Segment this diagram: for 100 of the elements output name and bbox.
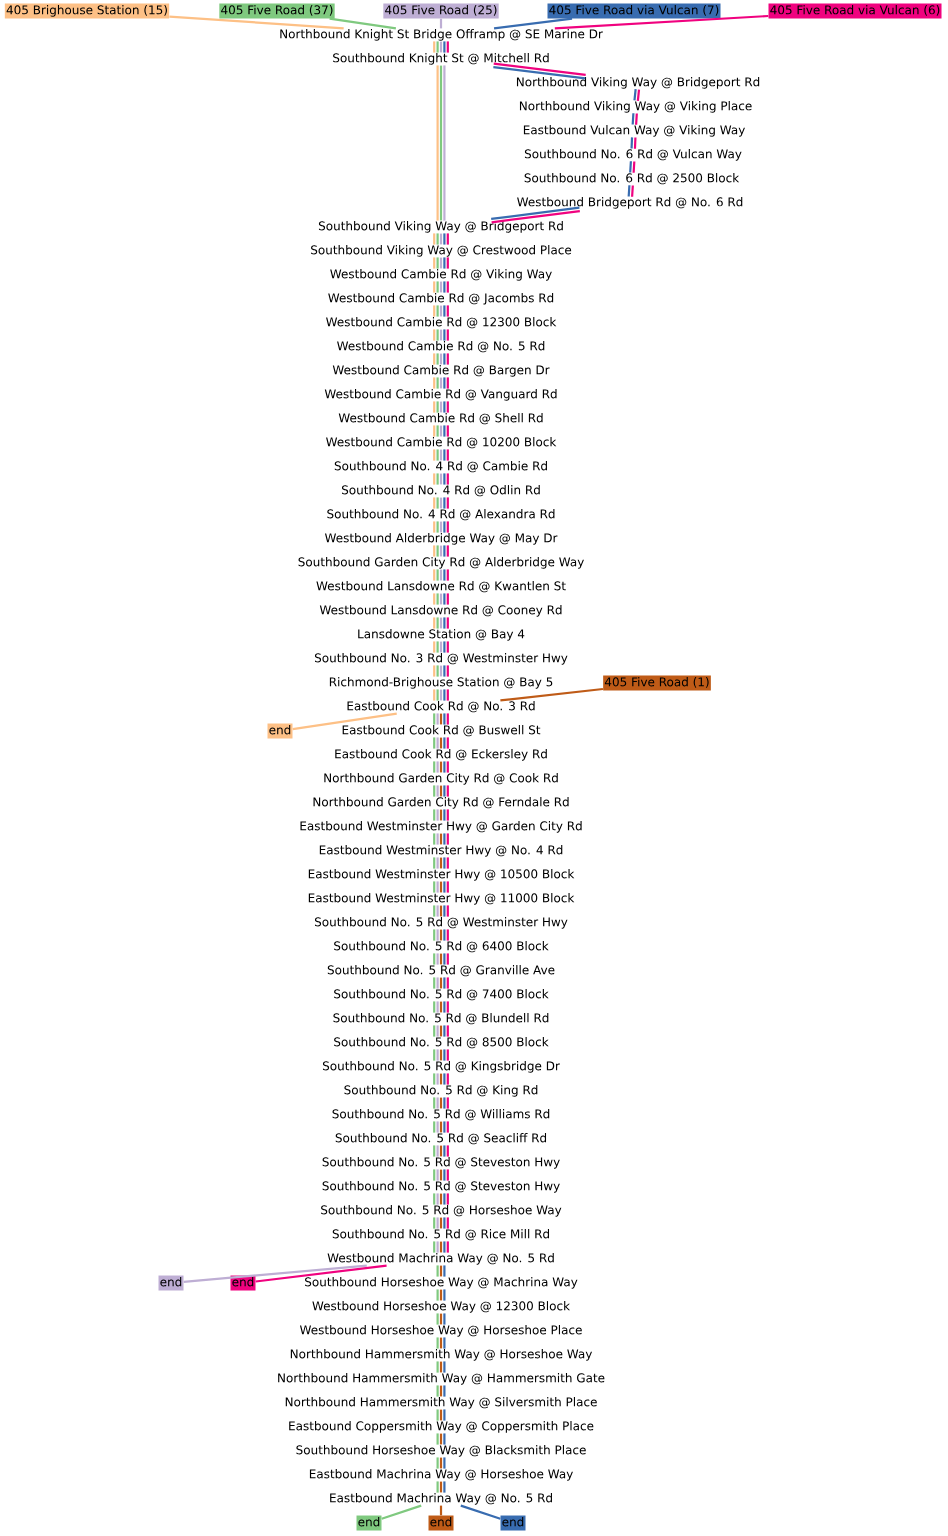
route-line	[446, 881, 449, 893]
route-line	[439, 233, 443, 245]
route-line	[436, 425, 439, 437]
route-line	[436, 545, 439, 557]
route-line	[446, 977, 449, 989]
route-line	[439, 1457, 443, 1469]
route-line	[443, 401, 446, 413]
route-line	[493, 17, 573, 30]
route-line	[439, 449, 443, 461]
route-line	[446, 1121, 449, 1133]
route-label: 405 Five Road (37)	[219, 3, 335, 19]
route-line	[433, 713, 436, 725]
route-line	[439, 1097, 443, 1109]
route-line	[436, 689, 439, 701]
route-line	[436, 1241, 439, 1253]
route-line	[436, 1481, 439, 1493]
route-line	[433, 41, 436, 53]
route-line	[443, 1289, 446, 1301]
route-line	[439, 761, 443, 773]
route-line	[446, 233, 449, 245]
route-line	[433, 329, 436, 341]
route-line	[443, 1241, 446, 1253]
route-line	[446, 689, 449, 701]
route-line	[433, 1193, 436, 1205]
route-line	[433, 1241, 436, 1253]
route-line	[439, 1073, 443, 1085]
route-line	[632, 161, 636, 173]
stop-name: Eastbound Machrina Way @ Horseshoe Way	[309, 1469, 573, 1481]
route-line	[446, 1193, 449, 1205]
route-line	[433, 857, 436, 869]
stop-name: Southbound Horseshoe Way @ Blacksmith Place	[296, 1445, 586, 1457]
route-line	[433, 881, 436, 893]
route-line	[443, 233, 446, 245]
route-line	[443, 1457, 446, 1469]
stop-name: Eastbound Westminster Hwy @ Garden City Rd	[300, 821, 582, 833]
route-line	[439, 545, 443, 557]
route-line	[433, 953, 436, 965]
stop-name: Southbound No. 5 Rd @ 6400 Block	[334, 941, 549, 953]
route-line	[443, 1001, 446, 1013]
route-line	[443, 1265, 446, 1277]
stop-name: Southbound No. 5 Rd @ Kingsbridge Dr	[322, 1061, 560, 1073]
route-line	[443, 1409, 446, 1421]
route-line	[433, 473, 436, 485]
end-label: end	[158, 1275, 184, 1291]
stop-name: Eastbound Vulcan Way @ Viking Way	[523, 125, 745, 137]
route-line	[636, 89, 641, 101]
route-line	[443, 881, 446, 893]
route-line	[446, 257, 449, 269]
route-line	[436, 1361, 439, 1373]
route-line	[436, 1049, 439, 1061]
route-line	[255, 1264, 387, 1283]
route-line	[554, 14, 769, 30]
route-line	[436, 1217, 439, 1229]
route-line	[443, 1025, 446, 1037]
route-line	[439, 953, 443, 965]
route-line	[443, 281, 446, 293]
route-line	[439, 689, 443, 701]
route-line	[443, 377, 446, 389]
route-line	[446, 281, 449, 293]
route-line	[433, 377, 436, 389]
route-line	[446, 929, 449, 941]
stop-name: Southbound No. 5 Rd @ Horseshoe Way	[321, 1205, 562, 1217]
route-line	[433, 1097, 436, 1109]
route-line	[439, 41, 443, 53]
stop-name: Westbound Cambie Rd @ 10200 Block	[326, 437, 557, 449]
stop-name: Westbound Cambie Rd @ Shell Rd	[338, 413, 543, 425]
route-line	[446, 737, 449, 749]
stop-name: Southbound Viking Way @ Bridgeport Rd	[318, 221, 563, 233]
route-line	[439, 521, 443, 533]
stop-name: Westbound Lansdowne Rd @ Cooney Rd	[319, 605, 562, 617]
route-line	[436, 281, 439, 293]
route-line	[439, 641, 443, 653]
route-line	[439, 329, 443, 341]
route-line	[436, 521, 439, 533]
route-line	[433, 497, 436, 509]
stop-name: Southbound No. 5 Rd @ Steveston Hwy	[322, 1181, 560, 1193]
route-line	[439, 857, 443, 869]
route-line	[436, 1433, 439, 1445]
stop-name: Southbound No. 6 Rd @ 2500 Block	[524, 173, 740, 185]
route-line	[491, 206, 580, 220]
route-line	[493, 66, 586, 80]
route-line	[633, 89, 637, 101]
route-line	[500, 687, 604, 702]
route-line	[439, 425, 443, 437]
route-line	[446, 1241, 449, 1253]
route-line	[443, 1361, 446, 1373]
route-line	[443, 1433, 446, 1445]
route-line	[436, 569, 439, 581]
route-line	[446, 1097, 449, 1109]
stop-name: Eastbound Cook Rd @ Eckersley Rd	[335, 749, 547, 761]
route-line	[433, 737, 436, 749]
route-line	[439, 1193, 443, 1205]
route-line	[436, 353, 439, 365]
route-line	[446, 1073, 449, 1085]
stop-name: Southbound No. 5 Rd @ Blundell Rd	[333, 1013, 549, 1025]
route-line	[443, 1121, 446, 1133]
route-line	[169, 15, 344, 30]
route-line	[436, 785, 439, 797]
route-line	[439, 1481, 443, 1493]
route-line	[433, 593, 436, 605]
